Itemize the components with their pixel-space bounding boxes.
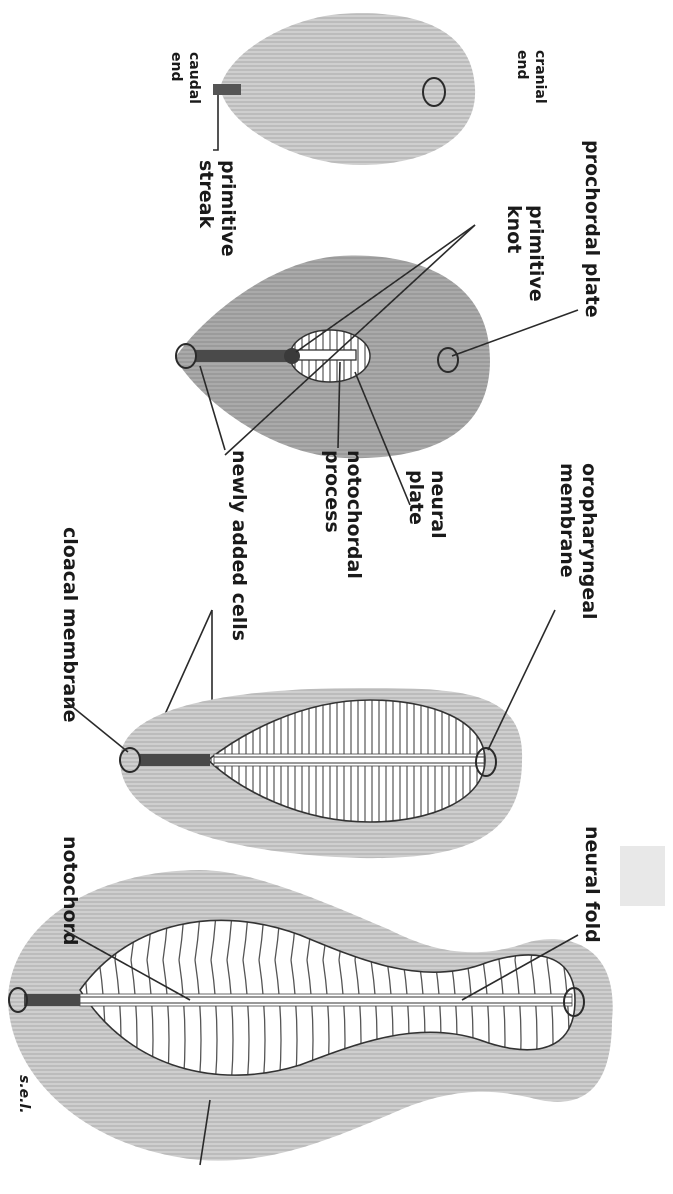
notochordal-process-stage-2: [296, 350, 356, 360]
label-neural-fold: neural fold: [581, 826, 603, 943]
signature-text: s.e.l.: [16, 1075, 32, 1114]
notochordal-process-line-2: process: [321, 450, 343, 533]
label-cloacal-membrane: cloacal membrane: [59, 527, 81, 723]
notochordal-process-stage-3: [214, 754, 484, 766]
primitive-streak-line-1: primitive: [217, 160, 239, 257]
label-neural-plate: neural plate: [405, 470, 449, 539]
label-notochord: notochord: [59, 836, 81, 946]
primitive-knot-line-2: knot: [503, 205, 525, 253]
primitive-streak-stage-1: [213, 84, 241, 95]
primitive-streak-leader: [213, 95, 218, 150]
neural-plate-line-2: plate: [405, 470, 427, 525]
notochord-text: notochord: [59, 836, 81, 946]
caudal-end-line-2: end: [168, 52, 184, 81]
label-primitive-knot: primitive knot: [503, 205, 547, 302]
primitive-streak-stage-3: [140, 754, 210, 766]
notochordal-process-line-1: notochordal: [343, 450, 365, 579]
stage-3-embryonic-disc: [120, 688, 522, 858]
cloacal-membrane-leader: [64, 700, 128, 752]
cranial-end-line-1: cranial: [532, 50, 548, 104]
label-notochordal-process: notochordal process: [321, 450, 365, 579]
prochordal-plate-text: prochordal plate: [581, 140, 603, 318]
caudal-end-line-1: caudal: [186, 52, 202, 104]
cranial-end-line-2: end: [514, 50, 530, 79]
primitive-streak-stage-4: [24, 994, 80, 1006]
embryonic-disc-stage-1: [220, 13, 475, 165]
stage-1-embryonic-disc: [213, 13, 475, 165]
neural-plate-line-1: neural: [427, 470, 449, 539]
primitive-knot-line-1: primitive: [525, 205, 547, 302]
primitive-streak-stage-2: [196, 350, 294, 362]
notochord-stage-4: [80, 994, 572, 1006]
neural-fold-text: neural fold: [581, 826, 603, 943]
label-caudal-end: caudal end: [168, 52, 202, 104]
scan-smudge: [620, 846, 665, 906]
label-cranial-end: cranial end: [514, 50, 548, 104]
artist-signature: s.e.l.: [16, 1075, 32, 1114]
newly-added-cells-text: newly added cells: [228, 450, 250, 641]
cloacal-membrane-text: cloacal membrane: [59, 527, 81, 723]
oropharyngeal-membrane-line-2: membrane: [556, 463, 578, 578]
primitive-streak-line-2: streak: [195, 160, 217, 228]
oropharyngeal-membrane-leader: [488, 610, 555, 750]
label-newly-added-cells: newly added cells: [228, 450, 250, 641]
label-prochordal-plate: prochordal plate: [581, 140, 603, 318]
stage-4-embryonic-disc: [8, 870, 613, 1161]
label-oropharyngeal-membrane: oropharyngeal membrane: [556, 463, 600, 620]
label-primitive-streak: primitive streak: [195, 160, 239, 257]
oropharyngeal-membrane-line-1: oropharyngeal: [578, 463, 600, 620]
